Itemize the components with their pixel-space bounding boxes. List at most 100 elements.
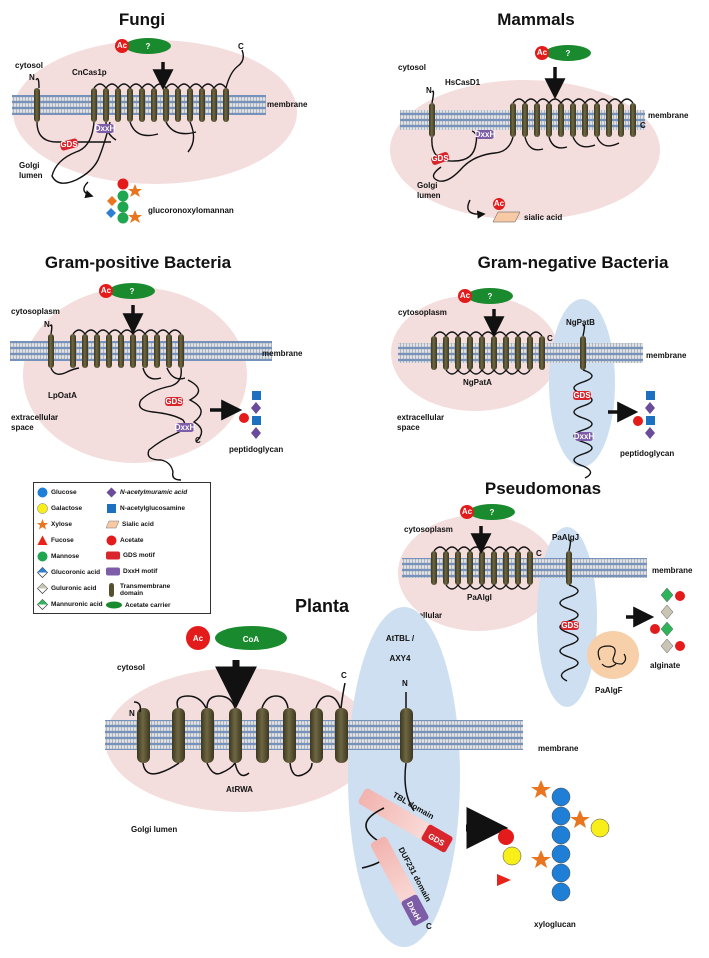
pseudomonas-product: alginate	[650, 661, 681, 670]
gram-pos-tm-domains	[48, 334, 184, 368]
planta-product: xyloglucan	[534, 920, 576, 929]
svg-text:?: ?	[488, 292, 493, 301]
gram-pos-region-top: cytosoplasm	[11, 307, 60, 316]
gram-neg-region-top: cytosoplasm	[398, 308, 447, 317]
pseudomonas-title: Pseudomonas	[485, 479, 601, 498]
acetate-carrier-icon	[106, 601, 122, 609]
svg-text:GDS: GDS	[431, 154, 449, 163]
pseudomonas-protein-i: PaAlgI	[467, 593, 492, 602]
planta-protein-b-1: AtTBL /	[386, 634, 415, 643]
fungi-glycan	[106, 178, 142, 224]
svg-text:DxxH: DxxH	[475, 130, 496, 139]
svg-text:Ac: Ac	[193, 634, 204, 643]
svg-text:?: ?	[566, 49, 571, 58]
gram-neg-membrane-label: membrane	[646, 351, 687, 360]
fungi-c-term: C	[238, 42, 244, 51]
xylose-icon	[37, 519, 48, 530]
fungi-tm-domains	[34, 88, 229, 122]
planta-periplasm-ellipse	[348, 607, 460, 947]
legend-item-tm: Transmembrane domain	[106, 583, 180, 597]
planta-tm-domains	[137, 708, 413, 763]
fungi-title: Fungi	[119, 10, 165, 29]
svg-text:DxxH: DxxH	[574, 432, 595, 441]
mammals-membrane-label: membrane	[648, 111, 689, 120]
legend-item-mannose: Mannose	[37, 551, 79, 562]
legend-item-xylose: Xylose	[37, 519, 72, 530]
tm-domain-icon	[109, 583, 114, 597]
svg-text:GDS: GDS	[573, 391, 591, 400]
gram-pos-gds-motif	[165, 397, 183, 406]
pseudomonas-protein-f: PaAlgF	[595, 686, 623, 695]
gram-neg-peptidoglycan	[633, 391, 655, 439]
planta-xyloglucan	[497, 780, 610, 902]
planta-protein-a: AtRWA	[226, 785, 253, 794]
fungi-protein: CnCas1p	[72, 68, 107, 77]
gram-neg-tm-domains	[431, 336, 586, 370]
legend-item-mannuronic: Mannuronic acid	[37, 599, 103, 610]
svg-text:?: ?	[146, 42, 151, 51]
planta-region-top: cytosol	[117, 663, 145, 672]
acetate-icon	[106, 535, 117, 546]
dxxh-motif-icon	[106, 567, 120, 576]
svg-text:GDS: GDS	[60, 140, 78, 149]
glcnac-icon	[107, 504, 116, 513]
gram-neg-lumen-1: extracellular	[397, 413, 444, 422]
gram-neg-protein-b: NgPatB	[566, 318, 595, 327]
gram-pos-lumen-2: space	[11, 423, 34, 432]
pseudomonas-protein-j: PaAlgJ	[552, 533, 579, 542]
mammals-protein: HsCasD1	[445, 78, 481, 87]
pseudomonas-tm-domains	[431, 551, 572, 585]
gram-pos-product: peptidoglycan	[229, 445, 283, 454]
pseudomonas-membrane	[402, 558, 647, 578]
fungi-membrane-label: membrane	[267, 100, 308, 109]
planta-title: Planta	[295, 596, 350, 616]
svg-text:Ac: Ac	[537, 48, 548, 57]
mammals-c-term: C	[640, 121, 646, 130]
legend-item-glcnac: N-acetylglucosamine	[106, 503, 185, 514]
mammals-region-top: cytosol	[398, 63, 426, 72]
gram-pos-peptidoglycan	[239, 391, 261, 439]
legend-item-carrier: Acetate carrier	[106, 601, 171, 609]
mannose-icon	[37, 551, 48, 562]
legend-box: Glucose Galactose Xylose Fucose Mannose …	[33, 482, 211, 614]
pseudomonas-region-top: cytosoplasm	[404, 525, 453, 534]
fungi-lumen-2: lumen	[19, 171, 43, 180]
legend-item-glucose: Glucose	[37, 487, 77, 498]
mammals-n-term: N	[426, 86, 432, 95]
svg-text:Ac: Ac	[462, 507, 473, 516]
gram-neg-protein-a: NgPatA	[463, 378, 492, 387]
panel-gram-negative: Gram-negative Bacteria C cytosoplasm NgP…	[391, 253, 687, 479]
glucoronic-icon	[37, 567, 48, 578]
legend-item-fucose: Fucose	[37, 535, 74, 546]
gram-neg-gds-motif	[573, 391, 591, 400]
svg-text:DxxH: DxxH	[175, 423, 196, 432]
murnac-icon	[106, 487, 117, 498]
pseudomonas-membrane-label: membrane	[652, 566, 693, 575]
mammals-tm-domains	[429, 103, 636, 137]
gram-pos-cell-ellipse	[23, 287, 247, 463]
panel-planta: Planta N C N cytosol AtRWA AtTBL / AXY4 …	[105, 596, 610, 947]
gram-pos-c-term: C	[195, 436, 201, 445]
planta-membrane-label: membrane	[538, 744, 579, 753]
gram-pos-protein: LpOatA	[48, 391, 77, 400]
svg-text:?: ?	[130, 287, 135, 296]
mannuronic-icon	[37, 599, 48, 610]
mammals-dxxh-motif	[476, 130, 494, 139]
mammals-lumen-2: lumen	[417, 191, 441, 200]
fucose-icon	[37, 535, 48, 545]
svg-text:Ac: Ac	[117, 41, 128, 50]
fungi-dxxh-motif	[96, 124, 114, 133]
legend-item-sialic: Sialic acid	[106, 519, 154, 530]
mammals-gds-motif	[431, 152, 450, 165]
pseudomonas-c-term: C	[536, 549, 542, 558]
pseudomonas-algf-ellipse	[587, 631, 639, 679]
galactose-icon	[37, 503, 48, 514]
glucose-icon	[37, 487, 48, 498]
planta-c-term: C	[341, 671, 347, 680]
legend-item-galactose: Galactose	[37, 503, 82, 514]
svg-text:?: ?	[490, 508, 495, 517]
legend-item-dxxh: DxxH motif	[106, 567, 157, 576]
fungi-region-top: cytosol	[15, 61, 43, 70]
gram-pos-lumen-1: extracellular	[11, 413, 58, 422]
